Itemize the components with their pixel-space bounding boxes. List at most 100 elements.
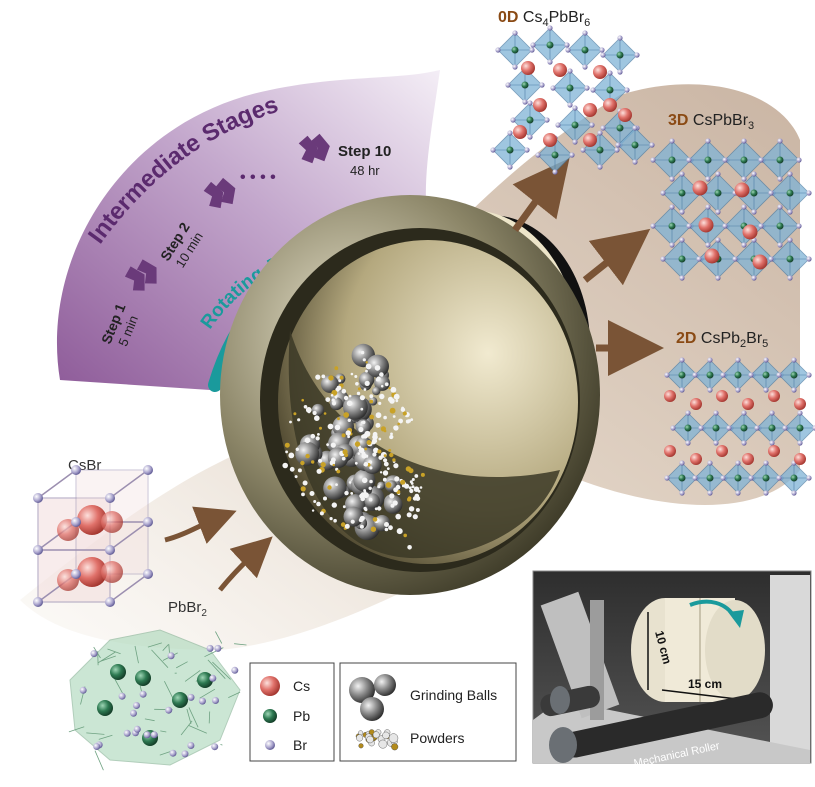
br-atom — [572, 139, 578, 145]
br-atom — [187, 742, 195, 749]
br-atom — [705, 242, 711, 248]
br-atom — [705, 176, 711, 182]
powder-particle — [336, 385, 342, 391]
powder-particle — [334, 366, 339, 371]
photo-length-label: 15 cm — [688, 677, 722, 691]
powder-pile — [282, 350, 425, 550]
br-atom — [713, 410, 719, 416]
powder-particle — [366, 440, 372, 445]
br-atom — [33, 545, 43, 555]
powder-particle — [346, 400, 353, 407]
powder-particle — [384, 522, 389, 527]
powder-particle — [389, 434, 394, 440]
br-atom — [669, 138, 675, 144]
br-atom — [632, 159, 638, 165]
powder-particle — [339, 375, 344, 380]
rotation-arrow-icon — [728, 610, 744, 628]
br-atom — [791, 357, 797, 363]
cs-atom — [533, 98, 547, 112]
br-atom — [600, 125, 606, 131]
powder-particle — [350, 519, 355, 524]
powder-particle — [400, 479, 406, 485]
powder-particle — [390, 386, 397, 393]
powder-particle — [395, 513, 402, 520]
powder-particle — [365, 454, 369, 458]
powder-particle — [327, 423, 334, 430]
powder-particle — [319, 426, 322, 430]
br-atom — [624, 87, 630, 93]
pb-atom — [714, 189, 722, 197]
grinding-balls-icon — [349, 674, 396, 721]
step-10: Step 10 48 hr — [338, 143, 391, 178]
powder-particle — [332, 463, 335, 467]
br-atom — [715, 209, 721, 215]
powder-particle — [310, 433, 316, 439]
powder-particle — [369, 466, 373, 470]
arrow-icon — [164, 506, 237, 544]
powder-particle — [364, 380, 370, 386]
powder-particle — [415, 508, 420, 512]
br-atom — [599, 47, 605, 53]
powders-icon — [355, 729, 399, 751]
pb-atom — [97, 700, 113, 716]
powder-particle — [388, 448, 392, 452]
pb-atom — [762, 474, 770, 482]
powder-particle — [380, 384, 384, 388]
powder-particle — [377, 506, 382, 511]
br-atom — [567, 102, 573, 108]
br-atom — [664, 372, 670, 378]
powder-particle — [419, 486, 423, 489]
pb-atom — [551, 151, 559, 159]
br-atom — [707, 387, 713, 393]
powder-particle — [393, 425, 399, 431]
cs-atom — [742, 224, 758, 240]
br-atom — [615, 142, 621, 148]
br-atom — [679, 387, 685, 393]
pb-atom — [566, 84, 574, 92]
powder-particle — [411, 485, 415, 489]
powder-particle — [328, 375, 334, 381]
br-atom — [679, 209, 685, 215]
br-atom — [71, 569, 81, 579]
br-atom — [679, 460, 685, 466]
br-atom — [692, 372, 698, 378]
powder-particle — [344, 490, 349, 496]
br-atom — [787, 171, 793, 177]
powder-particle — [414, 474, 419, 478]
powder-particle — [364, 447, 368, 451]
powder-particle — [361, 477, 368, 484]
powder-particle — [355, 382, 359, 386]
pb-atom — [571, 121, 579, 129]
powder-particle — [370, 526, 377, 532]
pb-atom — [790, 371, 798, 379]
powder-particle — [362, 358, 366, 362]
cs-atom — [768, 390, 780, 402]
powder-particle — [307, 410, 311, 414]
powder-particle — [300, 460, 305, 466]
powder-particle — [388, 733, 399, 743]
powder-particle — [361, 420, 366, 425]
br-atom — [634, 52, 640, 58]
br-atom — [660, 190, 666, 196]
powder-particle — [362, 492, 369, 499]
powder-particle — [327, 485, 332, 490]
grinding-ball — [295, 441, 320, 466]
powder-particle — [318, 458, 323, 463]
br-atom — [754, 425, 760, 431]
powder-particle — [400, 407, 406, 412]
powder-particle — [359, 524, 364, 529]
powder-particle — [379, 393, 385, 400]
br-atom — [572, 105, 578, 111]
pb-atom — [616, 124, 624, 132]
br-atom — [692, 475, 698, 481]
br-atom — [791, 387, 797, 393]
atom-legend: Cs Pb Br — [249, 662, 335, 762]
br-atom — [679, 357, 685, 363]
br-atom — [123, 729, 131, 737]
cs4pbbr6-crystal — [490, 25, 655, 175]
br-atom — [90, 650, 98, 658]
powder-particle — [354, 441, 361, 447]
br-atom — [93, 743, 101, 750]
br-atom — [510, 117, 516, 123]
br-atom — [679, 490, 685, 496]
